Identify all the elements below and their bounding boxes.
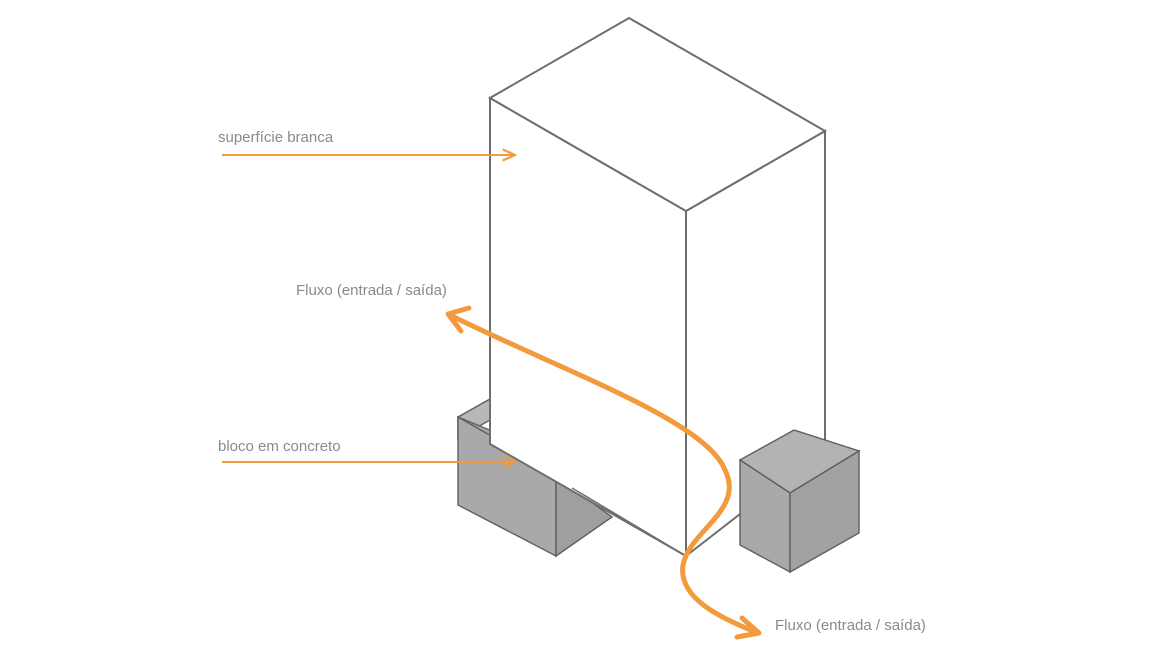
- label-white-surface: superfície branca: [218, 129, 334, 146]
- flow-arrowhead-top: [445, 305, 472, 334]
- label-flow-bottom: Fluxo (entrada / saída): [775, 617, 926, 634]
- flow-path: [445, 305, 762, 640]
- flow-arrowhead-bottom: [734, 615, 762, 640]
- concrete-block-right: [738, 429, 861, 574]
- label-flow-top: Fluxo (entrada / saída): [296, 282, 447, 299]
- label-concrete-block: bloco em concreto: [218, 438, 341, 455]
